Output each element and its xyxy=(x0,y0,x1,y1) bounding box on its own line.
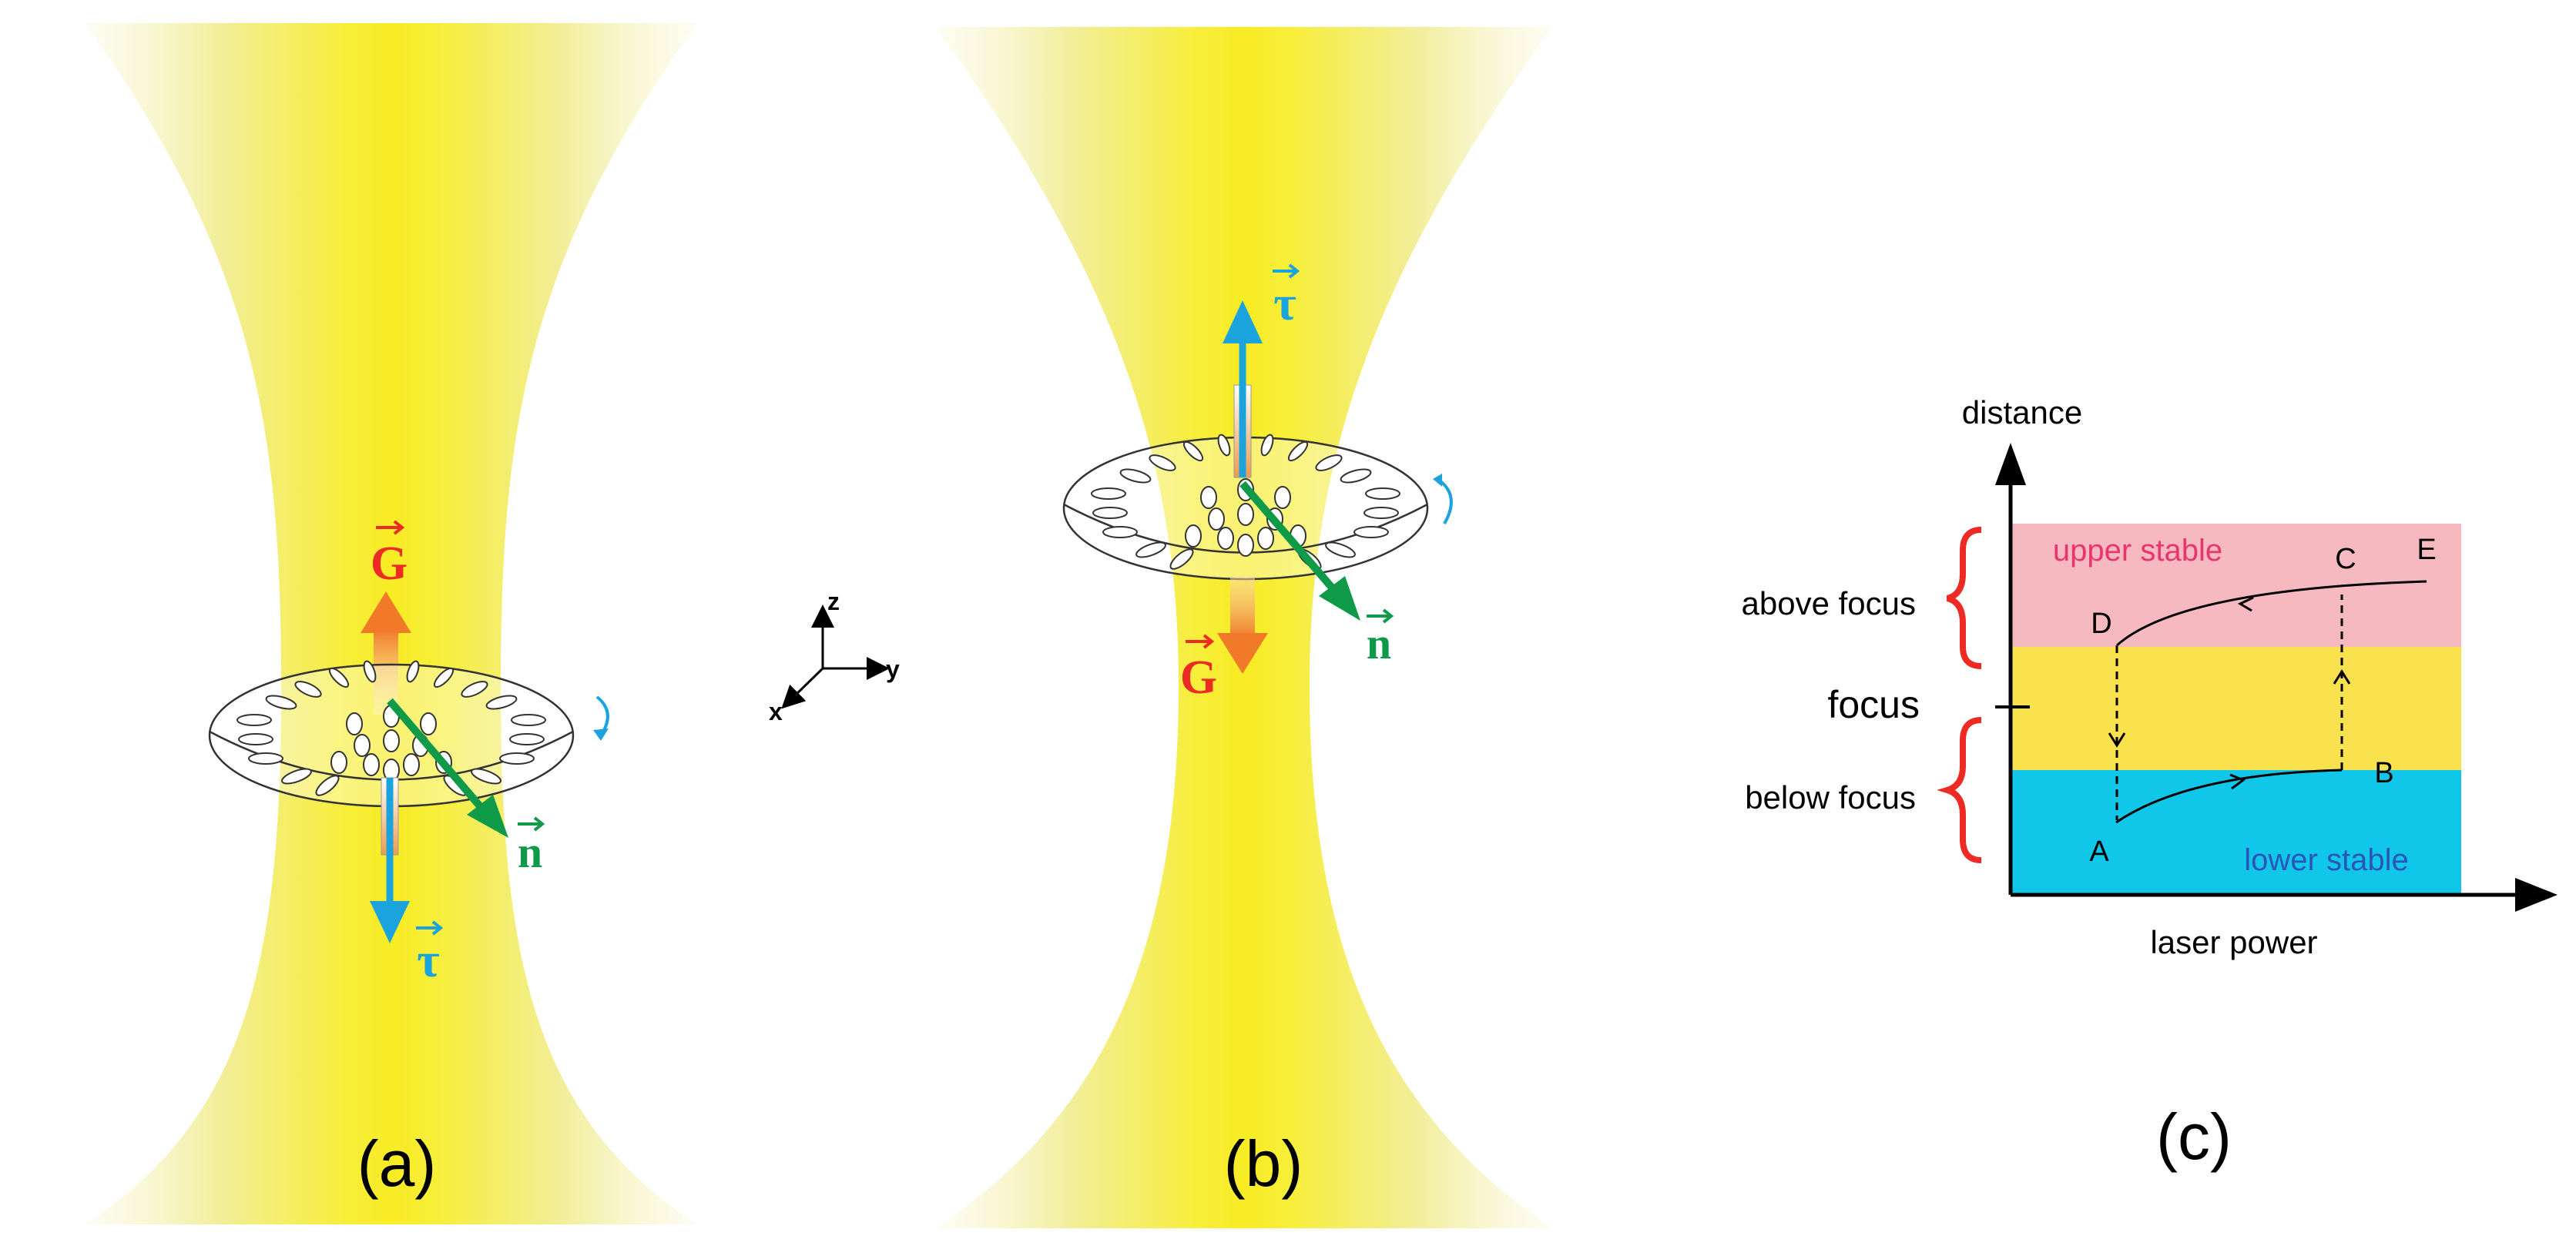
brace-above-focus xyxy=(1946,527,1982,669)
point-b: B xyxy=(2374,757,2393,789)
x-axis-title: laser power xyxy=(2150,924,2317,960)
label-tau-b: τ xyxy=(1273,276,1296,330)
label-tau-a-arrow xyxy=(416,920,444,936)
n-arrow-a xyxy=(387,698,488,816)
region-lower-stable xyxy=(2011,770,2461,895)
n-arrow-head-b xyxy=(1319,576,1360,621)
label-g-b-arrow xyxy=(1186,634,1215,649)
region-focus xyxy=(2011,647,2461,770)
label-focus: focus xyxy=(1827,683,1920,726)
panel-a-label: (a) xyxy=(357,1127,437,1200)
y-axis-arrowhead xyxy=(1995,443,2026,485)
region-upper-stable xyxy=(2011,524,2461,647)
arrow-b-c xyxy=(2333,669,2351,685)
n-arrow-head-a xyxy=(467,795,508,838)
curve-d-e xyxy=(2116,580,2427,647)
point-c: C xyxy=(2335,543,2356,575)
label-n-b-arrow xyxy=(1367,608,1394,624)
arrow-on-de xyxy=(2237,596,2254,612)
g-arrow-head-a xyxy=(361,591,411,633)
axes-triad xyxy=(781,605,890,709)
point-e: E xyxy=(2417,534,2436,566)
label-above-focus: above focus xyxy=(1742,585,1917,621)
rotation-arrow-head-a xyxy=(593,728,609,741)
arrow-d-a xyxy=(2108,732,2126,748)
point-d: D xyxy=(2091,608,2111,640)
label-g-a-arrow xyxy=(376,520,405,535)
point-a: A xyxy=(2089,836,2109,868)
n-arrow-b xyxy=(1239,481,1340,596)
arrow-on-ab xyxy=(2229,773,2246,790)
panel-a: G n τ (a) xyxy=(85,23,697,1224)
label-g-a: G xyxy=(371,538,408,590)
panel-c-label: (c) xyxy=(2156,1100,2232,1173)
y-axis-title: distance xyxy=(1962,394,2082,430)
label-g-b: G xyxy=(1180,651,1217,704)
region-label-upper: upper stable xyxy=(2053,534,2222,568)
label-tau-b-arrow xyxy=(1273,263,1300,279)
axis-z-label: z xyxy=(827,588,840,615)
particle-disk-b xyxy=(1062,434,1429,581)
label-n-a-arrow xyxy=(518,816,545,832)
panel-b: τ G n (b) xyxy=(936,27,1552,1228)
brace-below-focus xyxy=(1937,717,1982,863)
label-n-b: n xyxy=(1367,618,1391,668)
g-arrow-shaft-b xyxy=(1230,576,1255,638)
x-axis-arrowhead xyxy=(2515,878,2558,912)
particle-disk-a xyxy=(208,660,575,808)
rotation-arrow-head-b xyxy=(1433,474,1442,487)
label-tau-a: τ xyxy=(417,933,440,987)
axis-x-label: x xyxy=(769,698,783,725)
tau-arrow-head-b xyxy=(1223,300,1263,343)
curve-a-b xyxy=(2115,769,2343,824)
panel-c: A B C D E upper stable lower stable abov… xyxy=(1742,394,2558,1173)
tau-arrow-head-a xyxy=(370,901,410,943)
g-arrow-head-b xyxy=(1217,633,1268,674)
rotation-arrow-b xyxy=(1439,480,1453,524)
region-label-lower: lower stable xyxy=(2244,843,2408,877)
label-below-focus: below focus xyxy=(1745,779,1916,816)
panel-b-label: (b) xyxy=(1224,1127,1303,1200)
axis-y-label: y xyxy=(886,655,900,683)
label-n-a: n xyxy=(518,827,542,877)
